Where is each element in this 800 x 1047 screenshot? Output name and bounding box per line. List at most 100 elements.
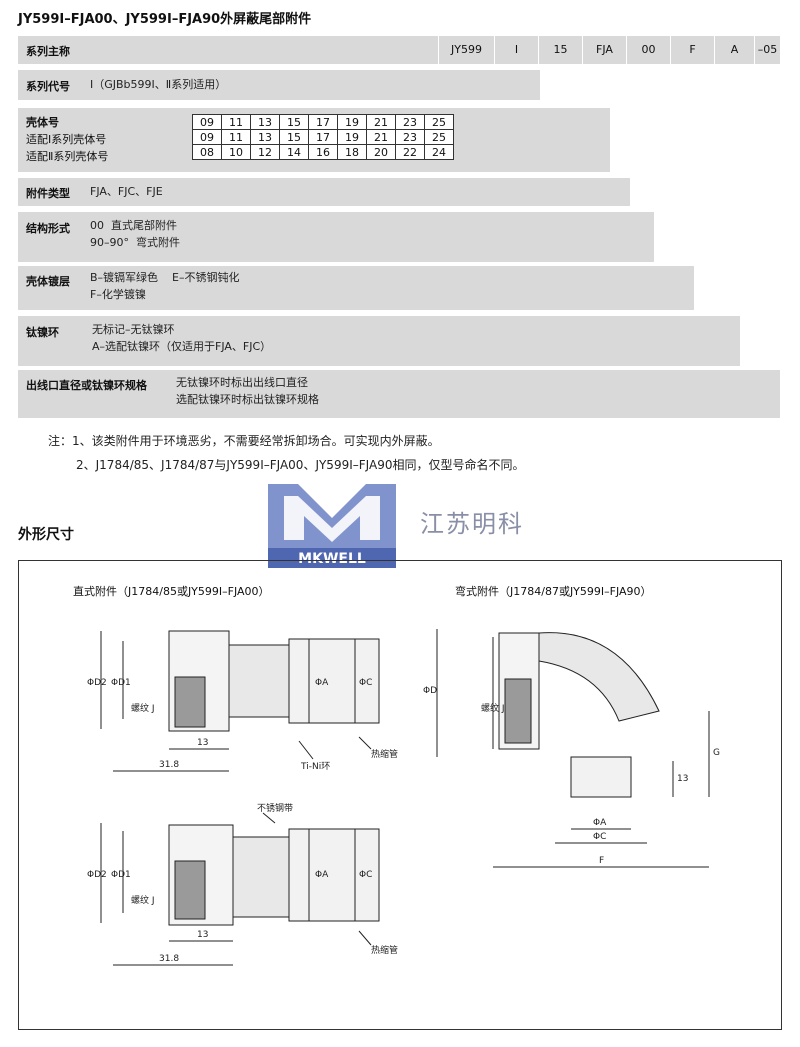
table-cell: 25 <box>424 129 454 145</box>
code-cell: 00 <box>626 36 670 64</box>
accessory-type-band: 附件类型 FJA、FJC、FJE <box>18 178 630 206</box>
table-cell: 14 <box>279 144 309 160</box>
table-cell: 08 <box>192 144 222 160</box>
mkwell-logo: MKWELL <box>262 478 402 570</box>
code-cell: FJA <box>582 36 626 64</box>
shell-row-label: 适配Ⅱ系列壳体号 <box>26 150 109 163</box>
code-cell: 15 <box>538 36 582 64</box>
dim-label-f: F <box>599 856 604 866</box>
straight-fitting-drawing-1 <box>100 630 380 772</box>
table-cell: 10 <box>221 144 251 160</box>
dim-label-c: ΦC <box>359 870 372 880</box>
table-cell: 13 <box>250 114 280 130</box>
dim-label-tini: Ti-Ni环 <box>300 761 330 772</box>
note-line-1: 注：1、该类附件用于环境恶劣，不需要经常拆卸场合。可实现内外屏蔽。 <box>48 434 440 448</box>
structure-label: 结构形式 <box>26 222 70 235</box>
dim-label-a: ΦA <box>315 870 329 880</box>
dim-label-c: ΦC <box>359 678 372 688</box>
shell-band: 壳体号 适配Ⅰ系列壳体号 适配Ⅱ系列壳体号 09 11 13 15 17 19 … <box>18 108 610 172</box>
table-row: 09 11 13 15 17 19 21 23 25 <box>192 129 454 145</box>
dim-label-d1: ΦD1 <box>111 678 131 688</box>
table-cell: 22 <box>395 144 425 160</box>
dimension-drawing-frame: 直式附件（J1784/85或JY599Ⅰ–FJA00） 弯式附件（J1784/8… <box>18 560 782 1030</box>
accessory-type-text: FJA、FJC、FJE <box>90 185 163 198</box>
straight-fitting-drawing-2 <box>100 812 380 966</box>
dim-label-13: 13 <box>677 774 688 784</box>
dim-label-c: ΦC <box>593 832 606 842</box>
dim-label-shrink: 热缩管 <box>371 748 398 760</box>
table-cell: 20 <box>366 144 396 160</box>
table-cell: 19 <box>337 114 367 130</box>
series-code-label: 系列代号 <box>26 80 70 93</box>
bend-fitting-drawing <box>436 629 710 868</box>
table-cell: 24 <box>424 144 454 160</box>
dim-label-31-8: 31.8 <box>159 760 179 770</box>
table-cell: 09 <box>192 129 222 145</box>
dim-label-31-8: 31.8 <box>159 954 179 964</box>
dim-label-a: ΦA <box>593 818 607 828</box>
section-title: 外形尺寸 <box>18 527 74 543</box>
table-cell: 19 <box>337 129 367 145</box>
table-cell: 12 <box>250 144 280 160</box>
ti-ni-ring-band: 钛镍环 无标记–无钛镍环 A–选配钛镍环（仅适用于FJA、FJC） <box>18 316 740 366</box>
table-cell: 23 <box>395 114 425 130</box>
dim-label-thread: 螺纹 J <box>481 702 505 714</box>
table-cell: 21 <box>366 129 396 145</box>
code-cell: Ⅰ <box>494 36 538 64</box>
table-cell: 15 <box>279 129 309 145</box>
dim-label-d2: ΦD2 <box>87 678 107 688</box>
outlet-band: 出线口直径或钛镍环规格 无钛镍环时标出出线口直径 选配钛镍环时标出钛镍环规格 <box>18 370 780 418</box>
table-row: 08 10 12 14 16 18 20 22 24 <box>192 144 454 160</box>
shell-row-label: 壳体号 <box>26 116 59 129</box>
table-row: 09 11 13 15 17 19 21 23 25 <box>192 114 454 130</box>
dim-label-thread: 螺纹 J <box>131 702 155 714</box>
table-cell: 17 <box>308 114 338 130</box>
note-line-2: 2、J1784/85、J1784/87与JY599Ⅰ–FJA00、JY599Ⅰ–… <box>76 458 525 472</box>
table-cell: 16 <box>308 144 338 160</box>
dim-label-g: G <box>713 748 720 758</box>
plating-label: 壳体镀层 <box>26 275 70 288</box>
bend-caption: 弯式附件（J1784/87或JY599Ⅰ–FJA90） <box>455 585 652 598</box>
series-code-text: Ⅰ（GJBb599Ⅰ、Ⅱ系列适用） <box>90 78 227 91</box>
table-cell: 11 <box>221 129 251 145</box>
logo-brand: MKWELL <box>298 551 366 567</box>
outlet-line1: 无钛镍环时标出出线口直径 <box>176 376 308 389</box>
page-title: JY599Ⅰ–FJA00、JY599Ⅰ–FJA90外屏蔽尾部附件 <box>18 12 312 27</box>
ti-ni-ring-label: 钛镍环 <box>26 326 59 339</box>
series-code-band: 系列代号 Ⅰ（GJBb599Ⅰ、Ⅱ系列适用） <box>18 70 540 100</box>
outlet-label: 出线口直径或钛镍环规格 <box>26 379 147 392</box>
table-cell: 09 <box>192 114 222 130</box>
table-cell: 25 <box>424 114 454 130</box>
code-cell: –05 <box>754 36 780 64</box>
shell-size-table: 09 11 13 15 17 19 21 23 25 09 11 13 15 1… <box>192 114 454 160</box>
straight-caption: 直式附件（J1784/85或JY599Ⅰ–FJA00） <box>73 585 270 598</box>
company-name: 江苏明科 <box>420 510 524 538</box>
table-cell: 23 <box>395 129 425 145</box>
dimension-drawings: ΦD2 ΦD1 螺纹 J ΦA ΦC 13 31.8 Ti-Ni环 热缩管 不锈… <box>87 629 720 966</box>
table-cell: 18 <box>337 144 367 160</box>
table-cell: 17 <box>308 129 338 145</box>
plating-line1: B–镀镉军绿色 E–不锈钢钝化 <box>90 271 240 284</box>
dim-label-13: 13 <box>197 930 208 940</box>
table-cell: 21 <box>366 114 396 130</box>
table-cell: 11 <box>221 114 251 130</box>
dim-label-d: ΦD <box>423 686 437 696</box>
ti-ni-ring-line1: 无标记–无钛镍环 <box>92 323 175 336</box>
ti-ni-ring-line2: A–选配钛镍环（仅适用于FJA、FJC） <box>92 340 272 353</box>
dim-label-thread: 螺纹 J <box>131 894 155 906</box>
table-cell: 15 <box>279 114 309 130</box>
dim-label-a: ΦA <box>315 678 329 688</box>
plating-band: 壳体镀层 B–镀镉军绿色 E–不锈钢钝化 F–化学镀镍 <box>18 266 694 310</box>
code-cell: A <box>714 36 754 64</box>
code-cell: F <box>670 36 714 64</box>
dim-label-d1: ΦD1 <box>111 870 131 880</box>
code-row: 系列主称 JY599 Ⅰ 15 FJA 00 F A –05 <box>18 36 780 64</box>
structure-band: 结构形式 00 直式尾部附件 90–90° 弯式附件 <box>18 212 654 262</box>
code-row-label: 系列主称 <box>26 45 70 58</box>
dim-label-ss-band: 不锈钢带 <box>257 802 293 814</box>
structure-line1: 00 直式尾部附件 <box>90 219 177 232</box>
table-cell: 13 <box>250 129 280 145</box>
plating-line2: F–化学镀镍 <box>90 288 146 301</box>
code-cell: JY599 <box>438 36 494 64</box>
dim-label-13: 13 <box>197 738 208 748</box>
